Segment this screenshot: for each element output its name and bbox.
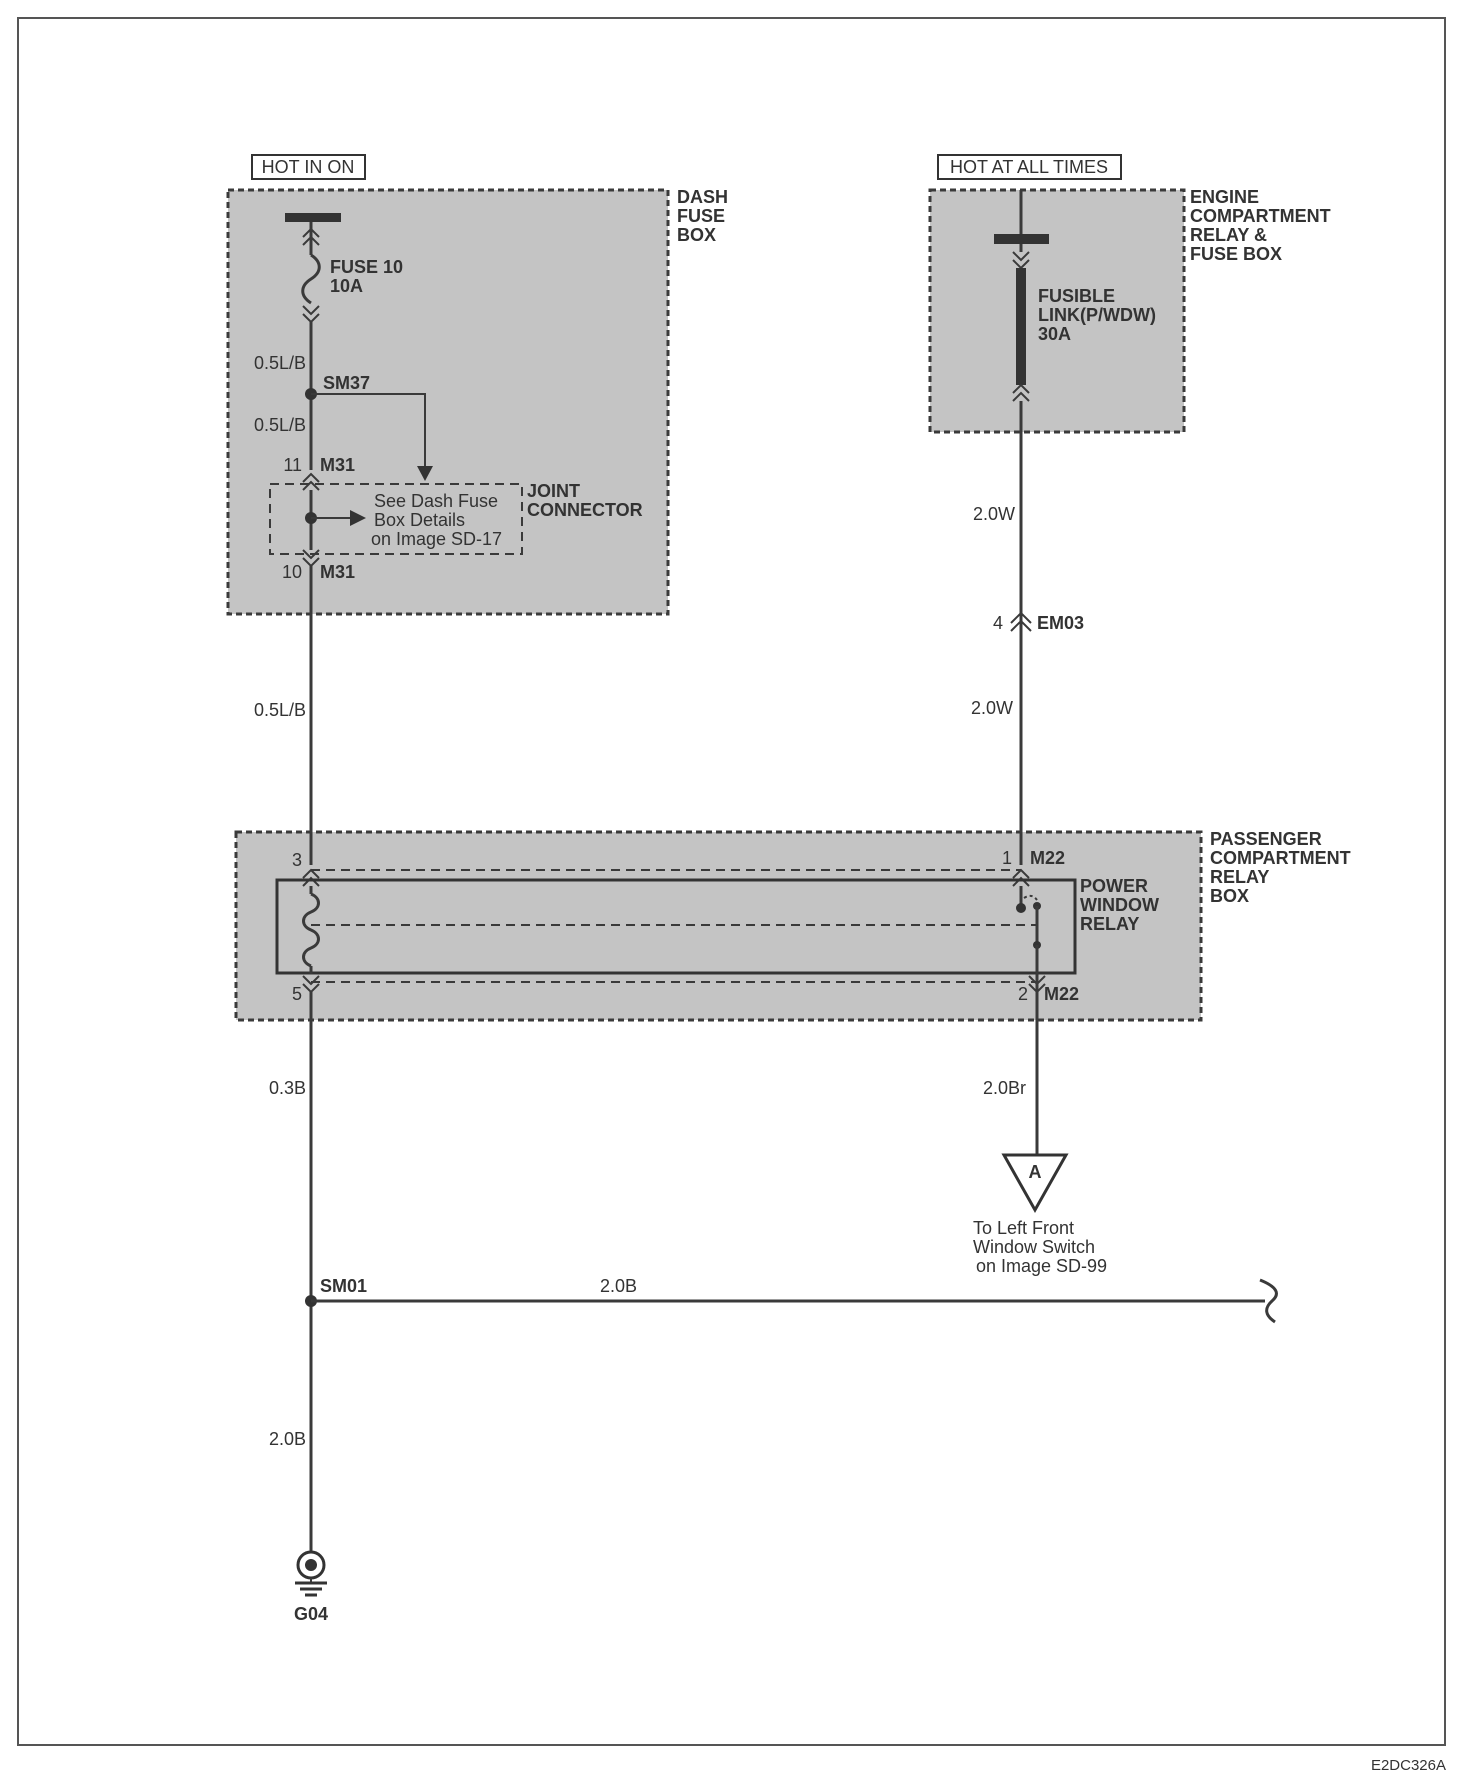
wire-sm01-g04-label: 2.0B (269, 1429, 306, 1449)
relay-coil (302, 886, 320, 974)
hot-in-on-label: HOT IN ON (251, 154, 366, 180)
m22-pin-1: 1 (1002, 848, 1012, 868)
m22-top-label: M22 (1030, 848, 1065, 868)
wire-em03-relay-label: 2.0W (971, 698, 1013, 718)
fuse-10-label: FUSE 10 (330, 257, 403, 277)
wire-sm01-right-label: 2.0B (600, 1276, 637, 1296)
dash-fuse-box-title-2: FUSE (677, 206, 725, 226)
fusible-link-label-2: LINK(P/WDW) (1038, 305, 1156, 325)
fusible-link-label-1: FUSIBLE (1038, 286, 1115, 306)
fusible-link-label-3: 30A (1038, 324, 1071, 344)
relay-pin-3: 3 (292, 850, 302, 870)
wire-continuation-break (1259, 1278, 1278, 1324)
joint-connector (269, 483, 523, 555)
relay-label-1: POWER (1080, 876, 1148, 896)
m31-top-label: M31 (320, 455, 355, 475)
offpage-text-3: on Image SD-99 (976, 1256, 1107, 1276)
wire-relay-sm01-label: 0.3B (269, 1078, 306, 1098)
relay-label-3: RELAY (1080, 914, 1139, 934)
hot-at-all-times-text: HOT AT ALL TIMES (950, 157, 1108, 177)
m31-bottom-pin: 10 (282, 562, 302, 582)
offpage-text-2: Window Switch (973, 1237, 1095, 1257)
engine-box-title-1: ENGINE (1190, 187, 1259, 207)
hot-in-on-text: HOT IN ON (262, 157, 355, 177)
power-window-relay (275, 878, 1077, 975)
m31-bottom-label: M31 (320, 562, 355, 582)
dash-fuse-box (226, 188, 670, 616)
m22-bottom-label: M22 (1044, 984, 1079, 1004)
wire-relay-a-label: 2.0Br (983, 1078, 1026, 1098)
wire-m31-relay-label: 0.5L/B (254, 700, 306, 720)
passenger-box-title-4: BOX (1210, 886, 1249, 906)
joint-connector-label-2: CONNECTOR (527, 500, 643, 520)
dash-fuse-box-title-1: DASH (677, 187, 728, 207)
wire-link-em03-label: 2.0W (973, 504, 1015, 524)
m22-pin-2: 2 (1018, 984, 1028, 1004)
sm01-label: SM01 (320, 1276, 367, 1296)
em03-label: EM03 (1037, 613, 1084, 633)
engine-box-title-2: COMPARTMENT (1190, 206, 1331, 226)
see-details-line-1: See Dash Fuse (374, 491, 498, 511)
engine-compartment-box (928, 188, 1186, 434)
fusible-link-bus-bar (994, 234, 1049, 244)
passenger-box-title-3: RELAY (1210, 867, 1269, 887)
see-details-arrow (350, 510, 366, 526)
wire-fuse-out-label: 0.5L/B (254, 353, 306, 373)
dash-fuse-box-title-3: BOX (677, 225, 716, 245)
fusible-link-symbol (1012, 251, 1030, 402)
fuse-bus-bar (285, 213, 341, 222)
passenger-box-title-1: PASSENGER (1210, 829, 1322, 849)
ground-icon (295, 1550, 327, 1597)
joint-connector-label-1: JOINT (527, 481, 580, 501)
em03-pin: 4 (993, 613, 1003, 633)
engine-box-title-3: RELAY & (1190, 225, 1267, 245)
offpage-letter: A (1029, 1162, 1042, 1182)
page-border (17, 17, 1446, 1746)
m31-top-pin: 11 (283, 455, 302, 475)
offpage-text-1: To Left Front (973, 1218, 1074, 1238)
passenger-box-title-2: COMPARTMENT (1210, 848, 1351, 868)
fuse-10-rating: 10A (330, 276, 363, 296)
see-details-line-2: Box Details (374, 510, 465, 530)
wire-sm37-label: 0.5L/B (254, 415, 306, 435)
offpage-connector-a: A (1001, 1153, 1069, 1214)
see-details-line-3: on Image SD-17 (371, 529, 502, 549)
sm37-label: SM37 (323, 373, 370, 393)
ground-label: G04 (294, 1604, 328, 1624)
relay-pin-5: 5 (292, 984, 302, 1004)
image-code: E2DC326A (1371, 1757, 1446, 1774)
relay-label-2: WINDOW (1080, 895, 1159, 915)
hot-at-all-times-label: HOT AT ALL TIMES (937, 154, 1122, 180)
engine-box-title-4: FUSE BOX (1190, 244, 1282, 264)
